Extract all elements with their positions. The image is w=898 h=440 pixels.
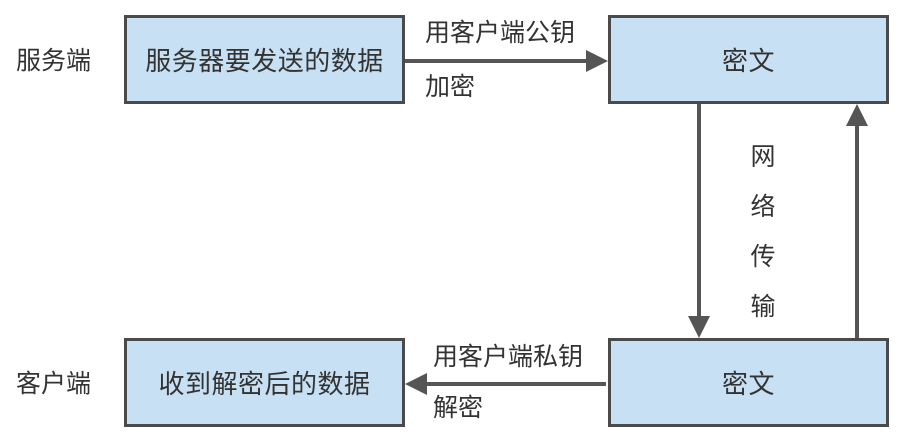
network-down-arrowhead — [688, 316, 710, 338]
cipher-box-bottom: 密文 — [608, 338, 889, 427]
network-up-arrowhead — [846, 104, 868, 126]
network-char: 传 — [750, 242, 776, 271]
network-char: 输 — [750, 292, 776, 321]
decrypt-label-top: 用客户端私钥 — [433, 342, 584, 371]
encrypt-label-bottom: 加密 — [425, 72, 476, 101]
encrypt-arrowhead — [586, 50, 608, 72]
encrypt-label-top: 用客户端公钥 — [425, 18, 576, 47]
server-role-label: 服务端 — [16, 46, 92, 75]
decrypt-arrowhead — [405, 373, 427, 395]
decrypt-label-bottom: 解密 — [433, 393, 484, 422]
network-char: 网 — [750, 142, 776, 171]
network-char: 络 — [750, 192, 776, 221]
network-transfer-label: 网 络 传 输 — [746, 132, 780, 332]
server-data-box: 服务器要发送的数据 — [124, 15, 405, 104]
client-role-label: 客户端 — [16, 369, 92, 398]
cipher-box-top: 密文 — [608, 15, 889, 104]
client-data-box: 收到解密后的数据 — [124, 338, 405, 427]
